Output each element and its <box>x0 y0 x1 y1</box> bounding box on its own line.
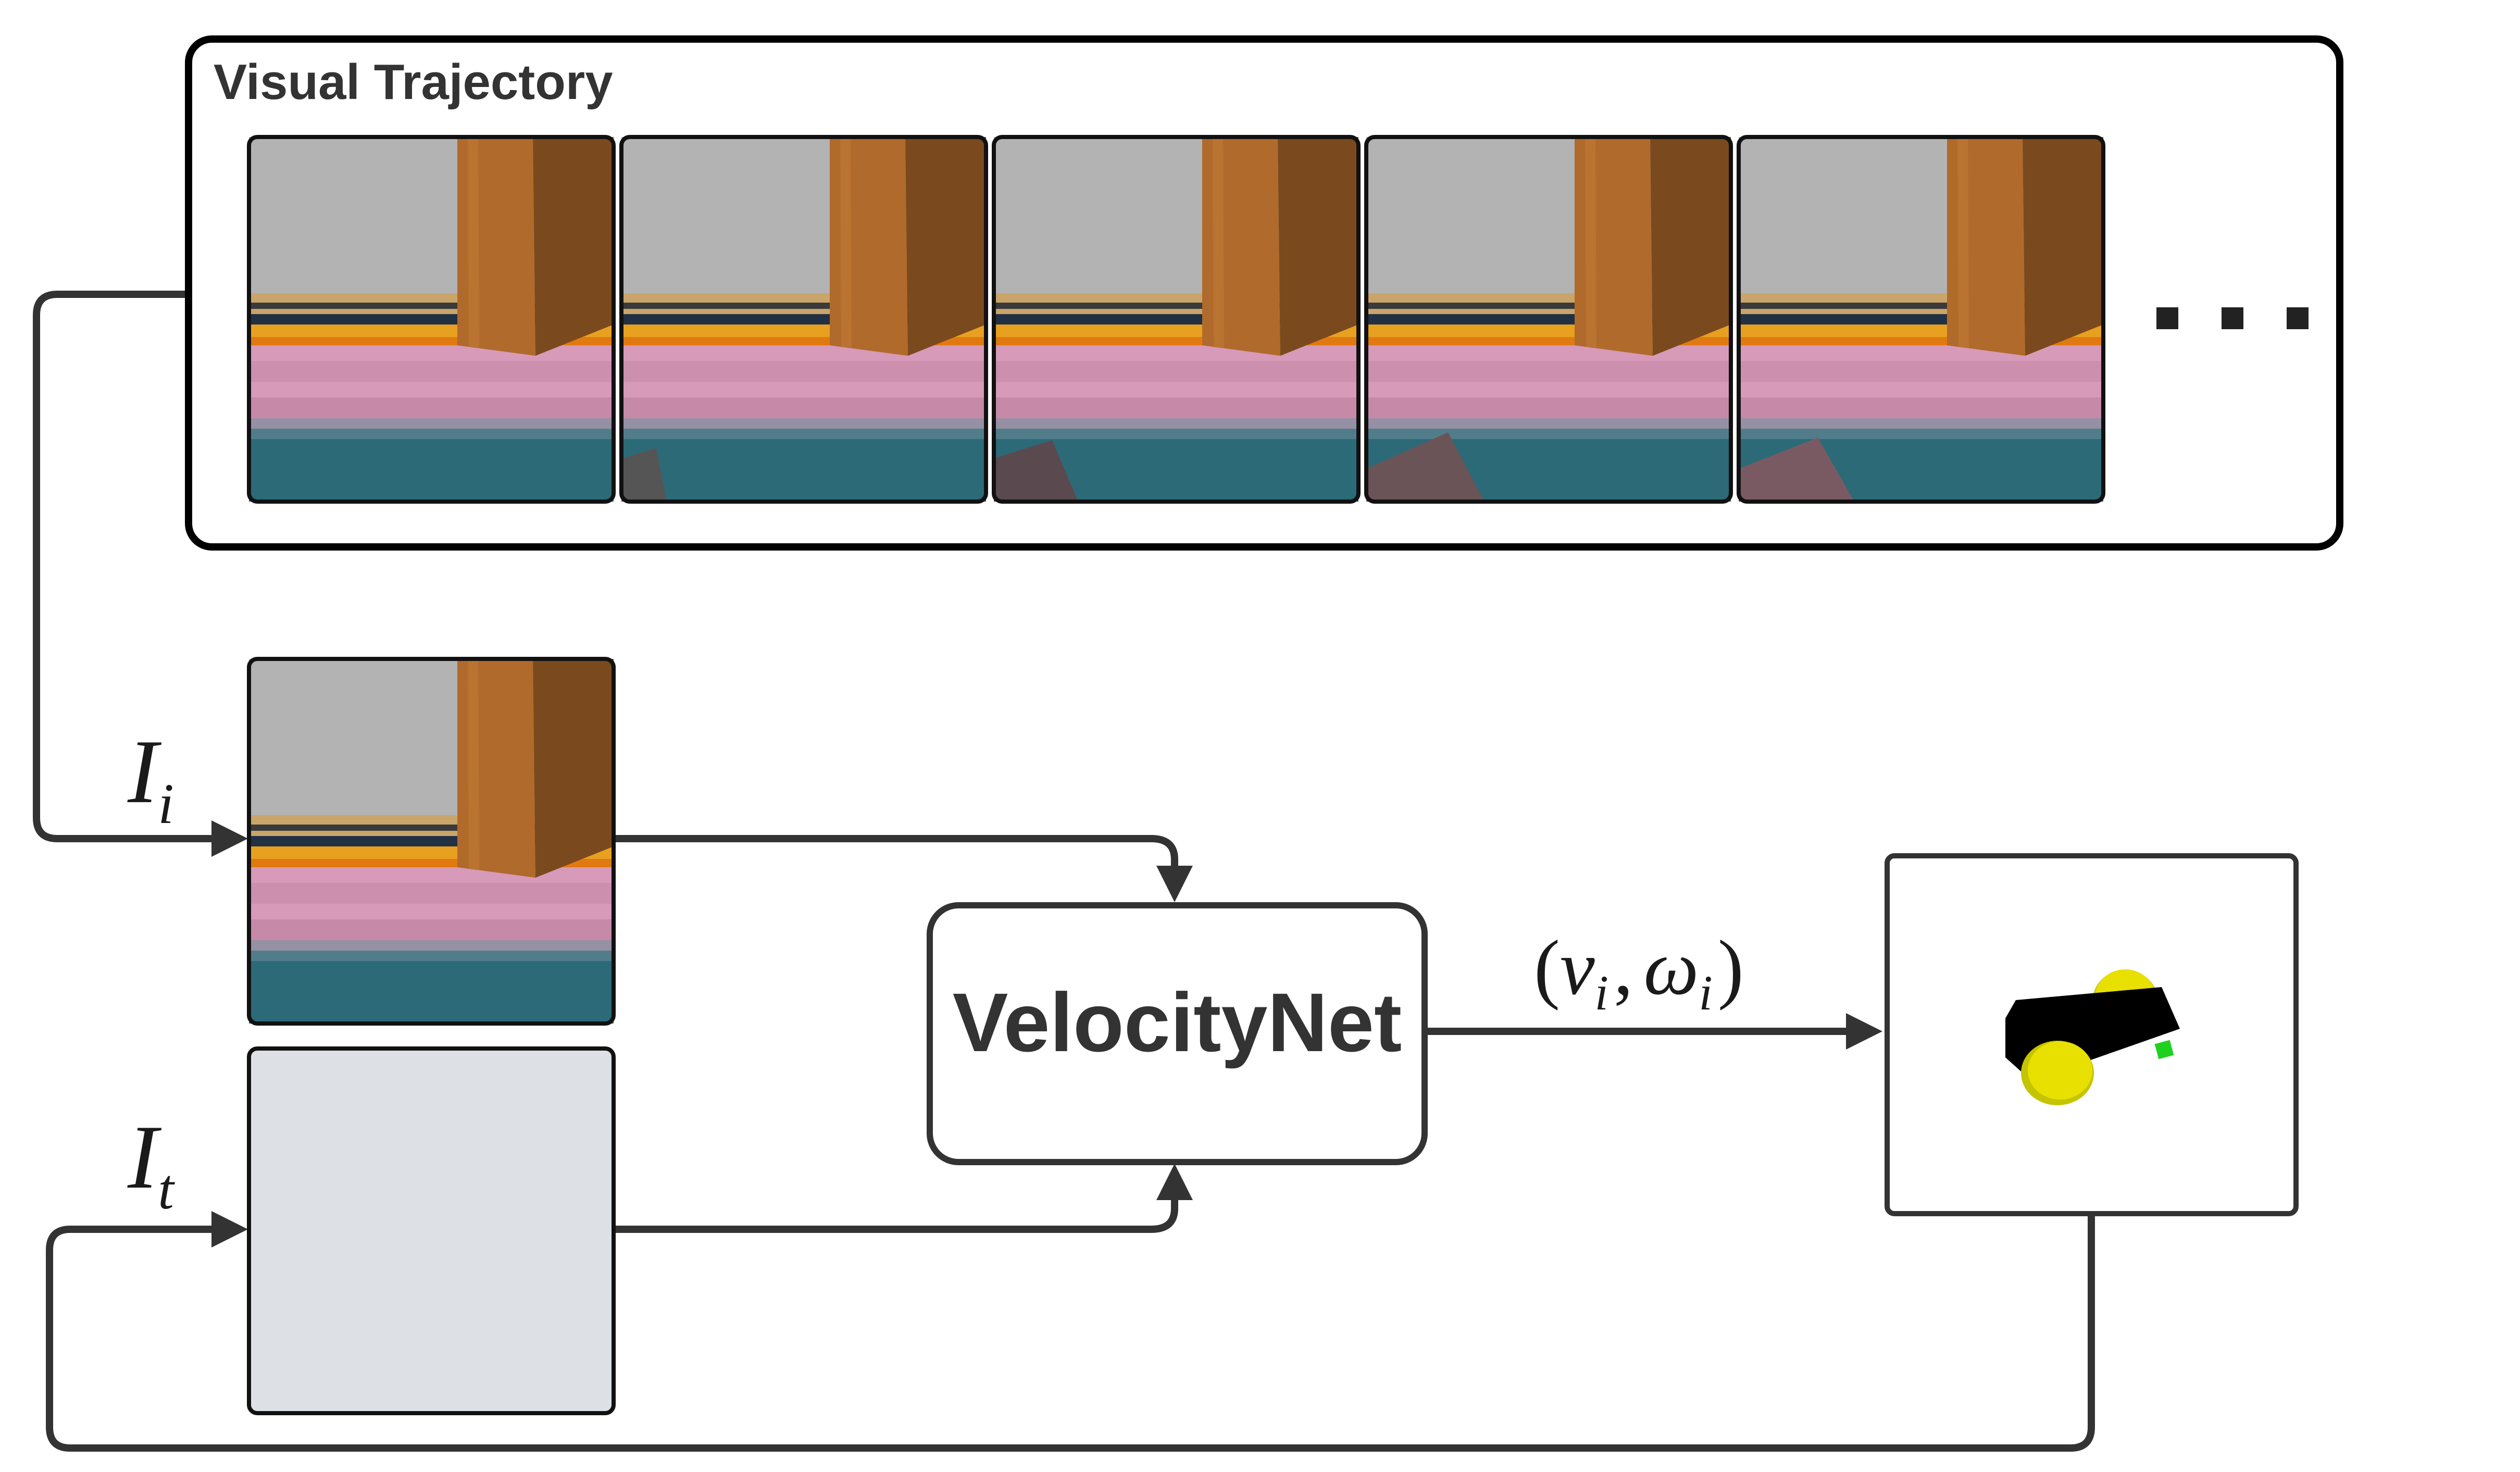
current-image-panel <box>247 657 616 1026</box>
trajectory-frame-5 <box>1737 135 2105 504</box>
velocitynet-box <box>927 902 1428 1165</box>
current-image-label: Ii <box>127 721 174 835</box>
velocity-output-label: (vi,ωi) <box>1534 925 1744 1020</box>
robot-panel <box>1885 853 2299 1216</box>
target-to-net-arrow <box>615 1164 1193 1233</box>
visual-trajectory-panel: Visual Trajectory <box>185 35 2343 551</box>
velocitynet-block: VelocityNet <box>927 902 1428 1165</box>
trajectory-to-current-arrow <box>33 291 248 857</box>
connectors <box>33 291 2095 1452</box>
trajectory-frame-2 <box>619 135 988 504</box>
target-image-label: It <box>127 1106 175 1221</box>
trajectory-frame-1 <box>247 135 616 504</box>
trajectory-frame-3 <box>992 135 1361 504</box>
current-image-border <box>247 657 616 1026</box>
trajectory-frame-4 <box>1364 135 1733 504</box>
target-image-placeholder <box>247 1046 616 1415</box>
current-to-net-arrow <box>615 835 1193 902</box>
robot-to-target-feedback-arrow <box>46 1211 2095 1452</box>
trajectory-continuation-ellipsis <box>2156 307 2309 329</box>
robot-icon <box>2005 969 2180 1105</box>
velocitynet-label: VelocityNet <box>953 976 1402 1069</box>
trajectory-title: Visual Trajectory <box>214 54 613 110</box>
target-image-panel <box>247 1046 616 1415</box>
